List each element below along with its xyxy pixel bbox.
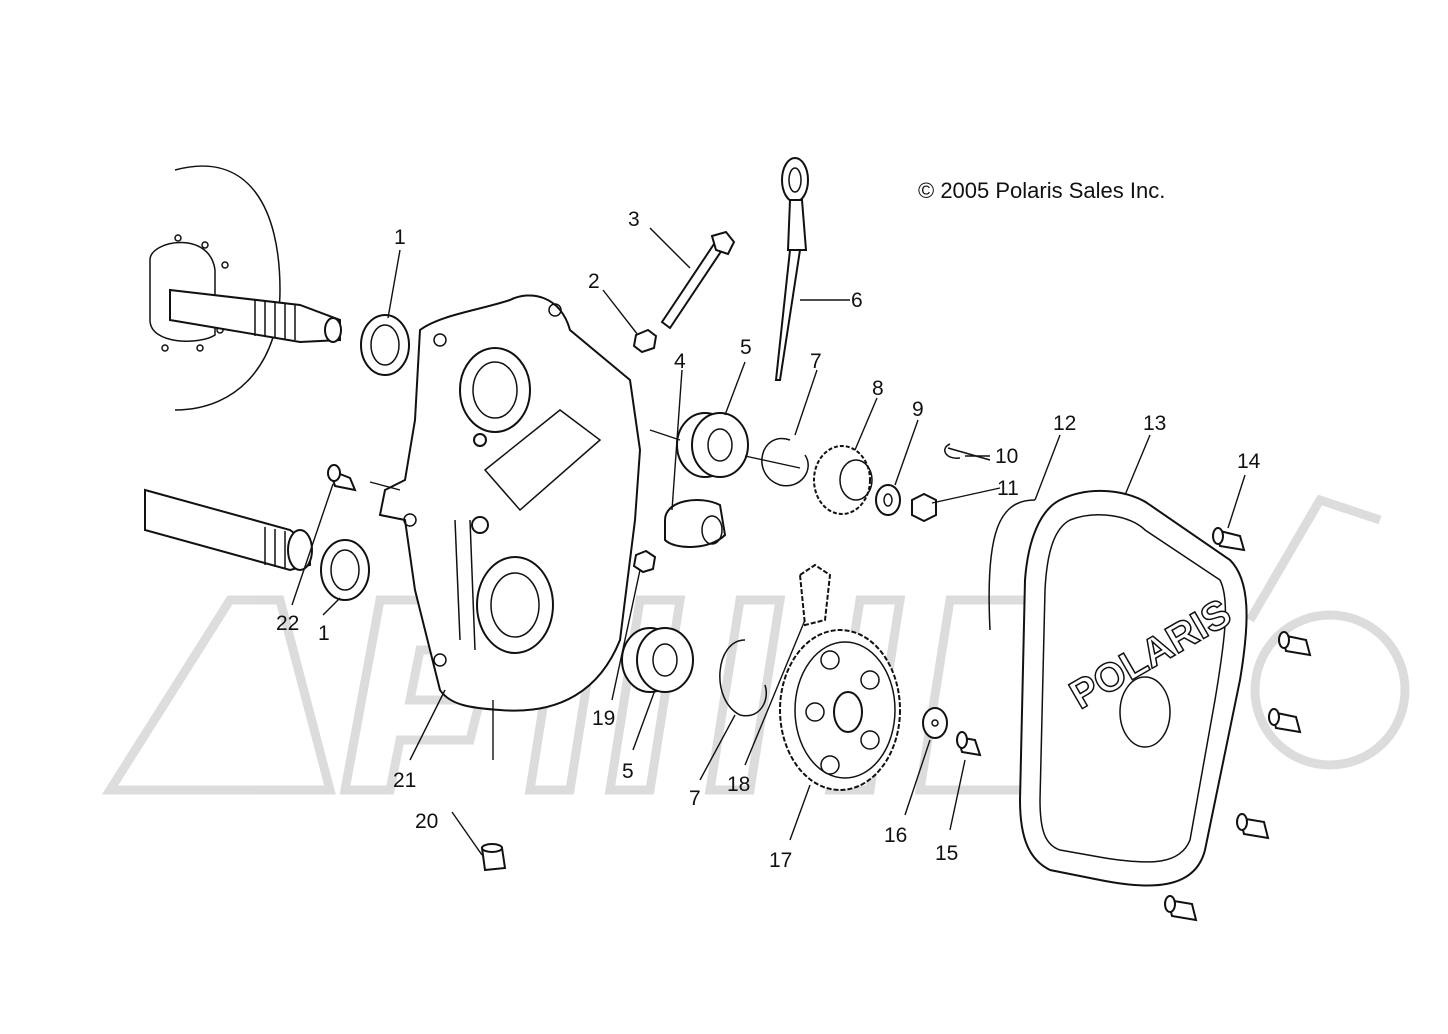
snap-ring-upper [761, 437, 809, 487]
callout-18: 18 [727, 773, 750, 796]
callout-1-lower: 1 [318, 622, 330, 645]
nut-11 [911, 492, 937, 523]
callout-9: 9 [912, 398, 924, 421]
gear-17 [779, 629, 901, 791]
callout-8: 8 [872, 377, 884, 400]
bolt-22 [327, 464, 357, 492]
callout-10: 10 [995, 445, 1018, 468]
callout-6: 6 [851, 289, 863, 312]
snap-ring-lower [719, 639, 767, 717]
washer-16 [922, 707, 948, 739]
tensioner-4 [664, 499, 727, 548]
leader-lines [291, 227, 1246, 856]
sprocket-8 [813, 445, 873, 515]
callout-22: 22 [276, 612, 299, 635]
drain-plug-20 [480, 843, 507, 872]
callout-2: 2 [588, 270, 600, 293]
dipstick-6 [774, 157, 809, 381]
callout-labels: 1 2 3 4 5 6 7 8 9 10 11 12 13 14 15 16 1… [276, 208, 1261, 872]
callout-12: 12 [1053, 412, 1076, 435]
clutch-disc [149, 165, 281, 411]
chaincase-housing [378, 294, 642, 712]
callout-3: 3 [628, 208, 640, 231]
callout-14: 14 [1237, 450, 1261, 473]
copyright-text: © 2005 Polaris Sales Inc. [918, 178, 1166, 203]
washer-9 [875, 484, 901, 516]
lower-shaft [144, 488, 313, 572]
gasket-12 [988, 499, 1036, 631]
callout-5-upper: 5 [740, 336, 752, 359]
upper-shaft [169, 288, 342, 344]
bearing-upper [676, 412, 749, 478]
callout-11: 11 [997, 477, 1019, 500]
cotter-pin-10 [944, 443, 991, 461]
nut-19 [632, 549, 657, 574]
callout-21: 21 [393, 769, 416, 792]
callout-20: 20 [415, 810, 438, 833]
bearing-lower [621, 627, 694, 693]
cover-bolts-14 [1164, 527, 1312, 922]
nut-2 [632, 328, 658, 354]
callout-16: 16 [884, 824, 907, 847]
callout-1-upper: 1 [394, 226, 406, 249]
callout-5-lower: 5 [622, 760, 634, 783]
callout-19: 19 [592, 707, 615, 730]
bolt-15 [956, 731, 982, 757]
callout-13: 13 [1143, 412, 1166, 435]
chaincase-cover-13: POLARIS [1018, 489, 1248, 887]
callout-17: 17 [769, 849, 792, 872]
callout-7-lower: 7 [689, 787, 701, 810]
callout-4: 4 [674, 350, 686, 373]
chain-18 [798, 563, 832, 627]
callout-15: 15 [935, 842, 958, 865]
seal-upper [360, 314, 410, 376]
bolt-3 [660, 230, 736, 330]
callout-7-upper: 7 [810, 350, 822, 373]
seal-lower [320, 539, 370, 601]
